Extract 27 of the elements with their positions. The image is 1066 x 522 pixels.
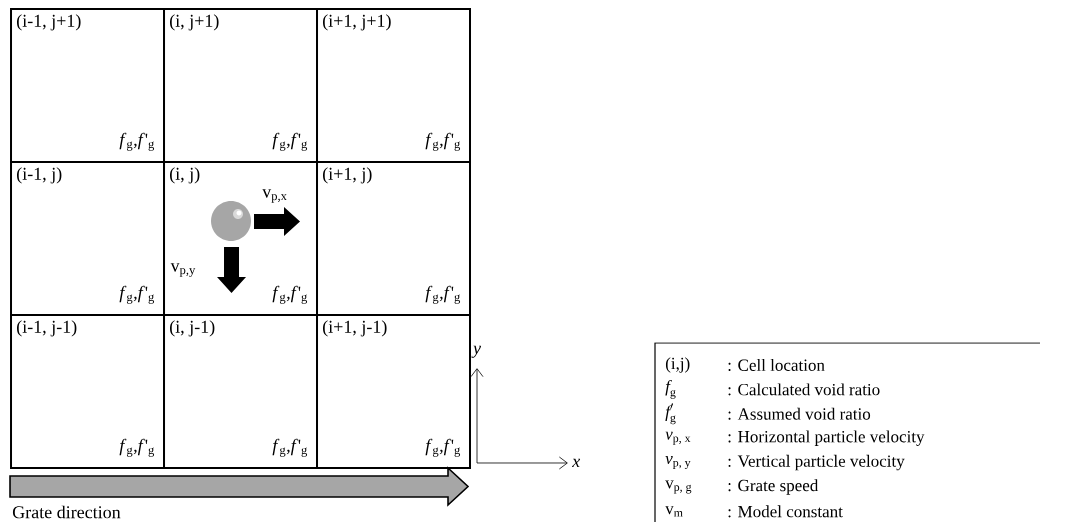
legend-description: : Grate speed bbox=[728, 479, 819, 495]
legend-description: : Cell location bbox=[728, 359, 825, 371]
legend-description: : Assumed void ratio bbox=[728, 407, 871, 420]
velocity-label: v$_{p,y}$ bbox=[170, 263, 196, 277]
legend-description: : Model constant bbox=[728, 505, 843, 518]
arrow-caption: Grate direction bbox=[12, 505, 121, 519]
grid-cell: (i, j+1) f$_{g}$,f'$_{g}$ bbox=[163, 8, 318, 163]
grid-cell: (i+1, j-1) f$_{g}$,f'$_{g}$ bbox=[316, 314, 471, 469]
legend-symbol: $\text{v}_{\text{p, g}}$ bbox=[665, 480, 692, 494]
grid-cell: (i+1, j+1) f$_{g}$,f'$_{g}$ bbox=[316, 8, 471, 163]
grid-cell: (i+1, j) f$_{g}$,f'$_{g}$ bbox=[316, 161, 471, 316]
legend-symbol: $\text{\itshape v}_{\text{p, x}}$ bbox=[665, 431, 691, 445]
legend-symbol: $\text{v}_{\text{m}}$ bbox=[665, 506, 683, 517]
legend-symbol: $\text{\itshape f}'_{\text{g}}$ bbox=[665, 403, 676, 425]
axis-label: x bbox=[572, 458, 581, 468]
axis-label: y bbox=[471, 345, 481, 358]
legend-symbol: $\text{(i,j)}$ bbox=[665, 357, 690, 373]
legend-symbol: $\text{\itshape v}_{\text{p, y}}$ bbox=[665, 456, 691, 470]
legend-symbol: $\text{\itshape f}_{\text{g}}$ bbox=[665, 380, 676, 399]
grid-cell: (i, j-1) f$_{g}$,f'$_{g}$ bbox=[163, 314, 318, 469]
grid-cell: (i-1, j-1) f$_{g}$,f'$_{g}$ bbox=[10, 314, 165, 469]
legend-description: : Horizontal particle velocity bbox=[728, 430, 925, 446]
grid-cell: (i-1, j) f$_{g}$,f'$_{g}$ bbox=[10, 161, 165, 316]
velocity-label: v$_{p,x}$ bbox=[262, 189, 287, 203]
grid-cell: (i-1, j+1) f$_{g}$,f'$_{g}$ bbox=[10, 8, 165, 163]
legend-description: : Calculated void ratio bbox=[728, 383, 880, 396]
legend-description: : Vertical particle velocity bbox=[728, 454, 905, 471]
